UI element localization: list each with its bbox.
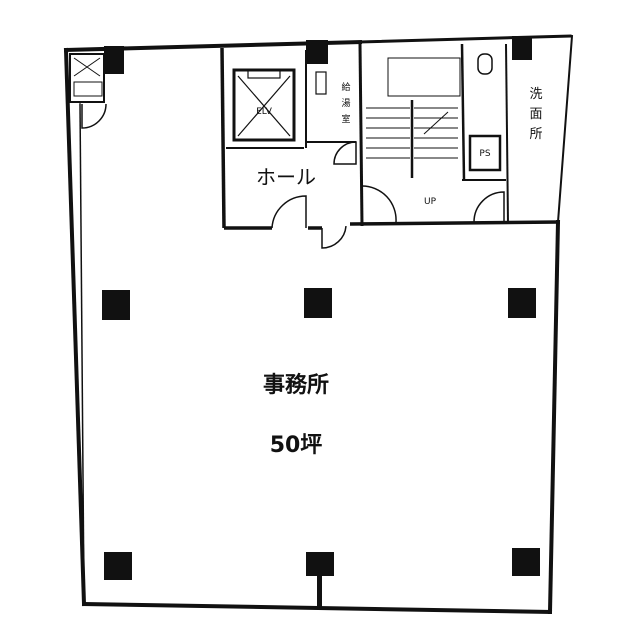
pipe-space-label: PS xyxy=(479,149,490,159)
washroom-inner-wall xyxy=(505,43,509,225)
stair-treads xyxy=(366,107,458,159)
door-swing-topleft xyxy=(81,103,107,129)
toilet-fixture xyxy=(477,53,493,75)
outer-walls xyxy=(63,34,574,615)
column-mid-3 xyxy=(508,288,536,318)
elevator-cross-b xyxy=(237,75,291,137)
closet-box xyxy=(69,53,105,103)
washroom-label-3: 所 xyxy=(529,127,542,142)
core-walls xyxy=(220,43,561,230)
closet-cross-b xyxy=(73,57,101,77)
column-mid-1 xyxy=(102,290,130,320)
right-wall xyxy=(547,219,561,615)
right-wall-upper xyxy=(556,34,574,224)
elevator-label: ELV xyxy=(256,107,273,117)
office-area-label: 50坪 xyxy=(270,433,323,458)
washroom-label-1: 洗 xyxy=(529,87,542,102)
closet-shelf xyxy=(73,81,103,97)
column-bottom-2 xyxy=(306,552,334,576)
hotwater-label-2: 湯 xyxy=(341,98,350,109)
column-top-1 xyxy=(104,46,124,74)
door-swing-hotwater xyxy=(333,141,357,165)
hotwater-label-1: 給 xyxy=(341,81,350,93)
column-mid-2 xyxy=(304,288,332,318)
washroom-left-wall xyxy=(460,43,466,181)
column-bottom-3 xyxy=(512,548,540,576)
door-swing-hall xyxy=(271,195,307,229)
column-top-3 xyxy=(512,36,532,60)
doors xyxy=(81,103,505,249)
pipe-space-box xyxy=(468,134,502,172)
stair-arrow-line xyxy=(423,111,449,135)
elevator-door-mark xyxy=(247,69,281,79)
stair-landing xyxy=(387,57,461,97)
door-swing-stair xyxy=(361,185,397,223)
storage-closet xyxy=(69,53,105,103)
column-bottom-2-stem xyxy=(317,574,322,608)
column-bottom-1 xyxy=(104,552,132,580)
sink-fixture xyxy=(315,71,327,95)
left-wall-inner xyxy=(79,103,85,601)
door-swing-washroom xyxy=(473,191,505,223)
office-label: 事務所 xyxy=(263,372,329,398)
column-top-2 xyxy=(306,40,328,64)
hall-left-wall xyxy=(220,47,226,229)
core-bottom-wall xyxy=(349,220,561,226)
top-wall-right xyxy=(358,34,572,44)
washroom-label-2: 面 xyxy=(529,107,542,122)
stair-up-label: UP xyxy=(424,197,437,207)
columns xyxy=(102,36,540,608)
hotwater-label-3: 室 xyxy=(341,113,350,125)
hall-label: ホール xyxy=(256,165,316,189)
left-wall xyxy=(63,47,87,607)
stair-left-wall xyxy=(358,43,364,227)
door-swing-entry xyxy=(321,225,347,249)
